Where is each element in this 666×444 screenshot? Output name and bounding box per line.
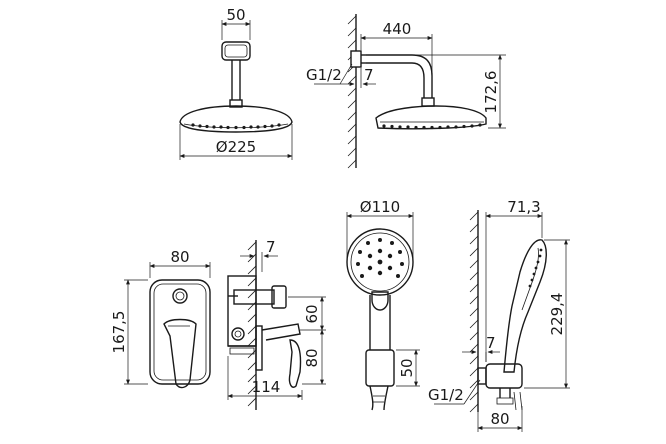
- dim-mixer-side-offset: 7: [266, 238, 276, 256]
- dim-mixer-lower-spacing: 80: [303, 348, 321, 367]
- dim-mixer-height: 167,5: [110, 311, 128, 354]
- dim-wall-offset: 7: [364, 66, 374, 84]
- dim-wall-thread: G1/2: [306, 66, 342, 84]
- dim-hand-bracket-width: 80: [490, 410, 509, 428]
- wall-arm-side-view: 440 172,6 7 G1/2: [306, 14, 506, 169]
- hand-nozzles: [356, 238, 404, 278]
- overhead-shower-front-view: 50 Ø225: [179, 6, 293, 160]
- hand-shower-side-view: 71,3 229,4 7 G1/2 80: [428, 198, 570, 432]
- dim-hand-thread: G1/2: [428, 386, 464, 404]
- overhead-nozzles: [191, 123, 281, 130]
- dim-mixer-upper-spacing: 60: [303, 304, 321, 323]
- dim-overhead-arm-width: 50: [226, 6, 245, 24]
- side-spray-face: [528, 248, 543, 288]
- dim-wall-arm-length: 440: [383, 20, 412, 38]
- side-nozzles: [382, 123, 482, 130]
- dim-overhead-diameter: Ø225: [216, 138, 256, 156]
- dim-hand-holder: 50: [398, 358, 416, 377]
- dim-hand-shower-diameter: Ø110: [360, 198, 400, 216]
- dim-hand-side-height: 229,4: [548, 293, 566, 336]
- dim-mixer-depth: 114: [252, 378, 281, 396]
- dim-mixer-width: 80: [170, 248, 189, 266]
- dim-hand-side-offset: 7: [486, 334, 496, 352]
- dim-hand-side-width: 71,3: [507, 198, 540, 216]
- mixer-front-view: 80 167,5: [110, 248, 211, 389]
- mixer-side-view: 7 60 80 114: [227, 238, 326, 410]
- hand-shower-front-view: Ø110 50: [346, 198, 420, 411]
- dim-wall-arm-height: 172,6: [482, 71, 500, 114]
